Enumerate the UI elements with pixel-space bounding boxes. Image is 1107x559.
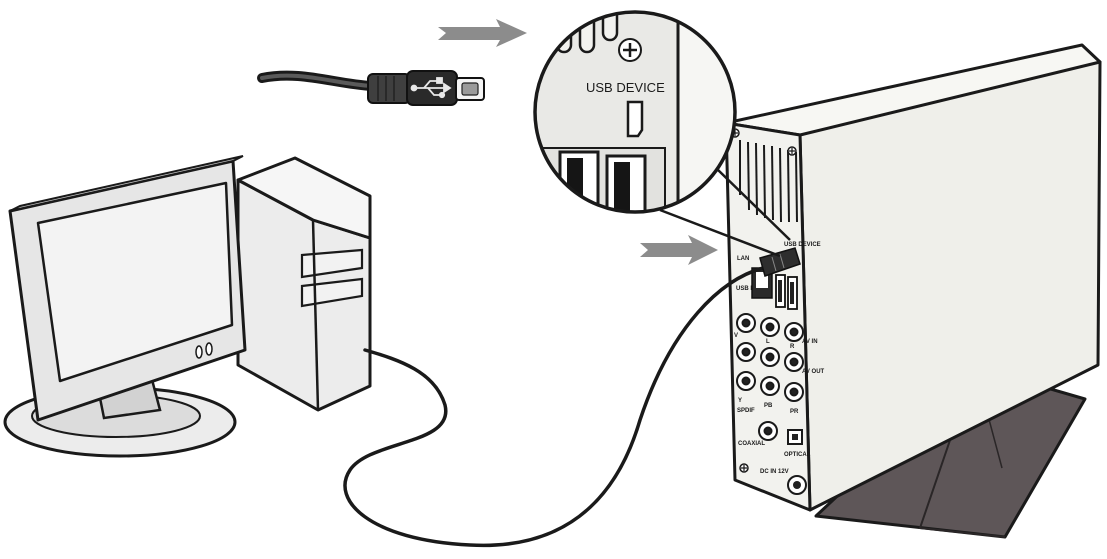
callout-usb-device-label: USB DEVICE: [586, 80, 665, 95]
dc-in-port: [787, 475, 807, 495]
computer-monitor: [8, 155, 247, 422]
arrow-icon-top: [438, 19, 527, 47]
panel-label-v: V: [734, 333, 738, 339]
connected-usb-cable: [343, 247, 801, 548]
usb-host-ports: [775, 274, 798, 310]
arrow-icon-right: [640, 235, 718, 265]
screw-icon-top-right: [787, 146, 797, 156]
usb-symbol-icon: [410, 77, 452, 99]
panel-label-spdif: SPDIF: [737, 408, 755, 414]
rca-jacks: [736, 313, 804, 441]
media-player-device: USB DEVICE LAN USB HOST V L R: [724, 43, 1102, 512]
usb-device-port: [626, 100, 644, 138]
panel-label-lan: LAN: [737, 256, 749, 262]
panel-label-y: Y: [738, 398, 742, 404]
optical-port: [787, 429, 803, 445]
panel-label-coaxial: COAXIAL: [738, 441, 765, 447]
panel-label-r: R: [790, 344, 795, 350]
panel-label-dc-in: DC IN 12V: [760, 469, 789, 475]
panel-label-l: L: [766, 339, 770, 345]
panel-label-optical: OPTICAL: [784, 452, 811, 458]
panel-label-av-in: AV IN: [802, 339, 818, 345]
callout-leader: [659, 167, 791, 258]
usb-cable-plug: [257, 70, 485, 106]
computer-tower: [236, 156, 372, 412]
panel-label-usb-device: USB DEVICE: [784, 242, 821, 248]
screw-icon-callout: [618, 38, 642, 62]
panel-label-av-out: AV OUT: [802, 369, 825, 375]
panel-label-pr: PR: [790, 409, 799, 415]
panel-label-pb: PB: [764, 403, 773, 409]
zoom-callout: USB DEVICE: [533, 10, 737, 214]
screw-icon-bottom: [739, 463, 749, 473]
